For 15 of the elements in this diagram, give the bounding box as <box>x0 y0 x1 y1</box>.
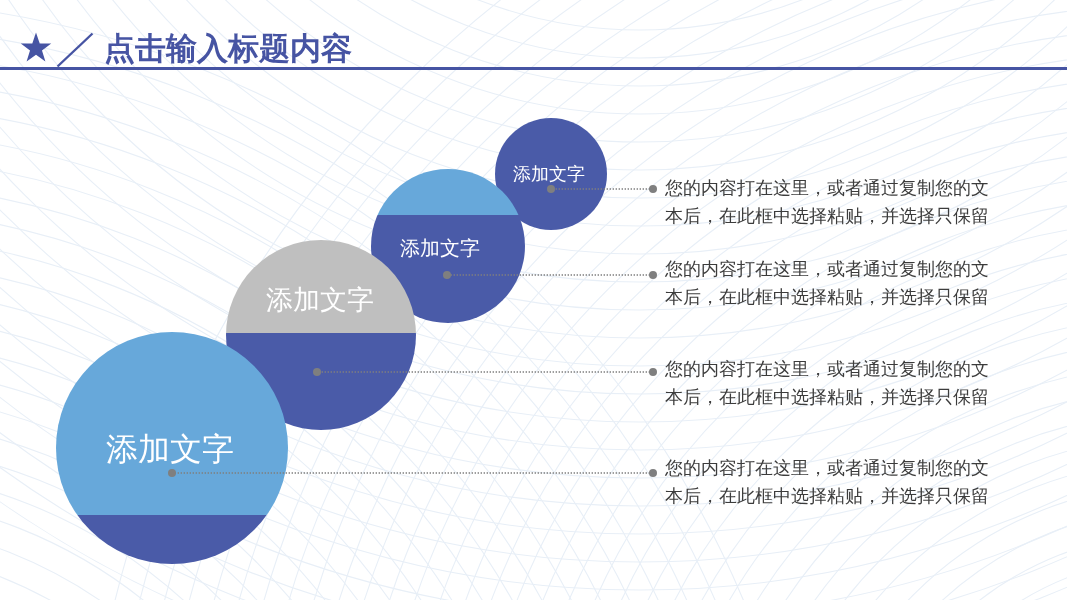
circle-shape <box>495 118 607 230</box>
description-text: 您的内容打在这里，或者通过复制您的文本后，在此框中选择粘贴，并选择只保留 <box>653 255 989 311</box>
circle-label: 添加文字 <box>400 236 480 260</box>
leader-line <box>168 469 657 477</box>
circle-label: 添加文字 <box>266 284 374 316</box>
title: 点击输入标题内容 <box>104 29 352 68</box>
leader-line <box>443 271 657 279</box>
leader-line <box>313 368 657 376</box>
description-text: 您的内容打在这里，或者通过复制您的文本后，在此框中选择粘贴，并选择只保留 <box>653 174 989 230</box>
circle-label: 添加文字 <box>513 163 585 185</box>
description-text: 您的内容打在这里，或者通过复制您的文本后，在此框中选择粘贴，并选择只保留 <box>653 355 989 411</box>
description-text: 您的内容打在这里，或者通过复制您的文本后，在此框中选择粘贴，并选择只保留 <box>653 454 989 510</box>
circle-shape <box>56 332 288 564</box>
circle-label: 添加文字 <box>106 430 234 468</box>
leader-line <box>547 185 657 193</box>
